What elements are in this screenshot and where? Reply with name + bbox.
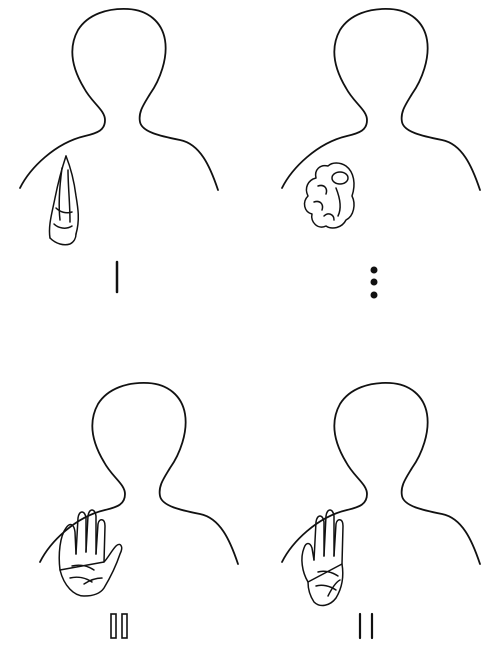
hand-fist-icon <box>305 163 354 228</box>
hand-open-palm-icon <box>59 510 121 596</box>
bust-outline <box>282 383 480 564</box>
double-lines-marker <box>360 614 372 638</box>
bust-outline <box>282 9 480 190</box>
bust-outline <box>20 9 218 190</box>
three-dots-marker <box>371 267 378 299</box>
bust-outline <box>40 383 238 564</box>
double-outlined-lines-marker <box>111 614 127 638</box>
panel-top-left <box>20 9 218 292</box>
hand-edge-vertical-icon <box>49 156 78 245</box>
panel-top-right <box>282 9 480 299</box>
hand-flat-raised-icon <box>302 510 343 605</box>
panel-bottom-right <box>282 383 480 638</box>
panel-bottom-left <box>40 383 238 638</box>
